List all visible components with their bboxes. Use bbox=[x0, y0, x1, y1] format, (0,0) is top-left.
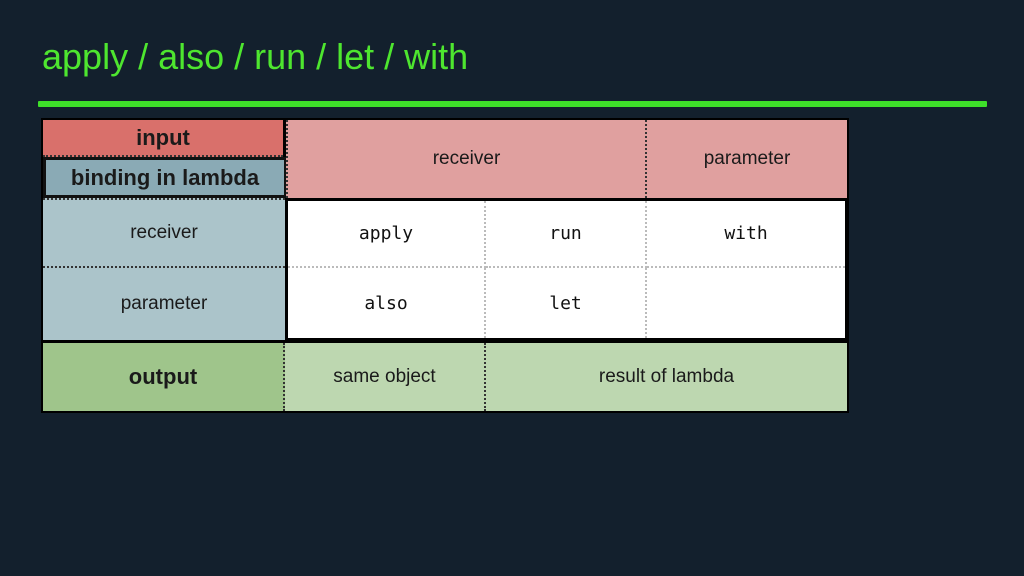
slide-title: apply / also / run / let / with bbox=[42, 36, 469, 77]
output-row-label: output bbox=[43, 343, 285, 411]
let-cell: let bbox=[486, 268, 647, 338]
binding-header-cell: binding in lambda bbox=[43, 157, 287, 198]
receiver-column-header: receiver bbox=[286, 120, 647, 198]
result-of-lambda-cell: result of lambda bbox=[486, 343, 847, 411]
empty-cell bbox=[647, 268, 845, 338]
parameter-column-header: parameter bbox=[647, 120, 847, 198]
same-object-cell: same object bbox=[285, 343, 486, 411]
title-underline bbox=[38, 101, 987, 107]
run-cell: run bbox=[486, 201, 647, 268]
also-cell: also bbox=[288, 268, 486, 338]
scope-functions-table: input binding in lambda receiver paramet… bbox=[41, 118, 849, 413]
parameter-row-label: parameter bbox=[43, 268, 285, 340]
input-header-cell: input bbox=[43, 120, 283, 157]
apply-cell: apply bbox=[288, 201, 486, 268]
receiver-row-label: receiver bbox=[43, 198, 285, 268]
with-cell: with bbox=[647, 201, 845, 268]
